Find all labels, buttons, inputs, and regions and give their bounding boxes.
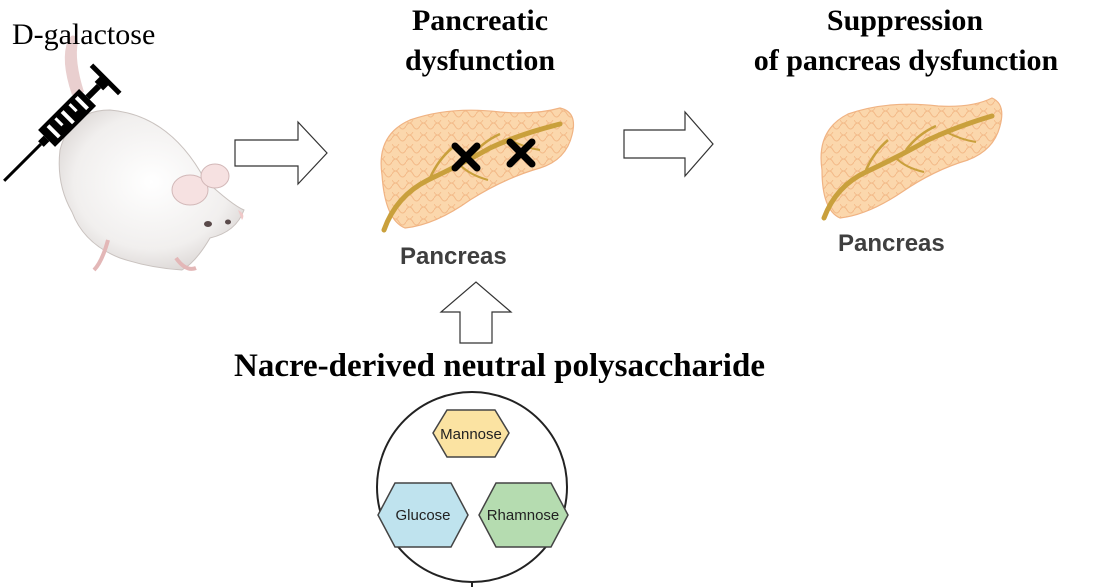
suppression-title-line2: of pancreas dysfunction [753,44,1059,77]
damage-x-icon [451,142,481,172]
injection-label: D-galactose [12,18,156,51]
rhamnose-label: Rhamnose [487,507,560,524]
mannose-hexagon [432,409,510,458]
treatment-label: Nacre-derived neutral polysaccharide [234,348,765,384]
mannose-label: Mannose [440,426,502,443]
suppression-title-line1: Suppression [826,4,984,37]
right-arrow-icon [234,120,328,186]
up-arrow-icon [439,281,513,344]
glucose-hexagon [377,482,469,548]
mouse-icon [58,35,245,272]
pancreas-label-right: Pancreas [838,230,945,257]
right-arrow-icon [623,110,714,178]
dysfunction-title-line1: Pancreatic [411,4,549,37]
rhamnose-hexagon [478,482,569,548]
dysfunction-title-line2: dysfunction [404,44,556,77]
glucose-label: Glucose [395,507,450,524]
pancreas-healthy-illustration [820,97,1003,221]
damage-x-icon [506,138,536,168]
pancreas-label-left: Pancreas [400,243,507,270]
